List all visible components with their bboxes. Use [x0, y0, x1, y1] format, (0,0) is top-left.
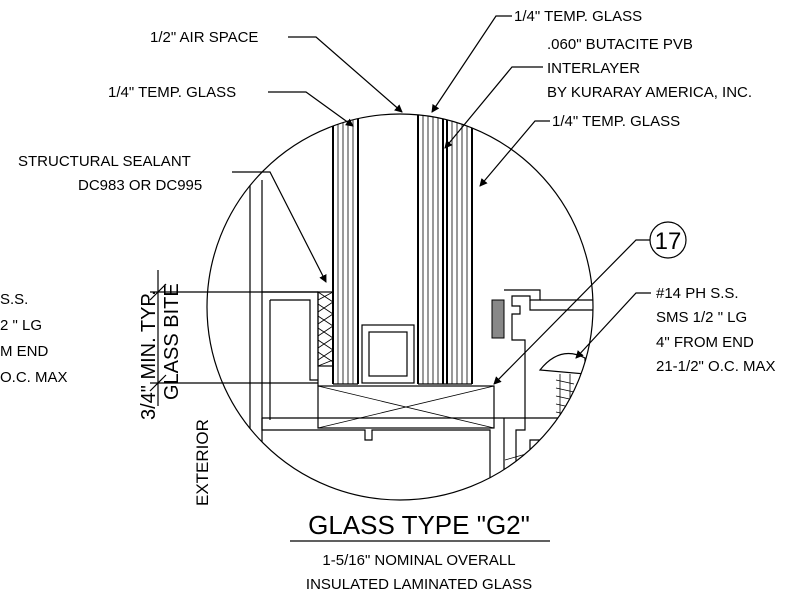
- label-pvb-line3: BY KURARAY AMERICA, INC.: [547, 84, 752, 101]
- section-geometry: [249, 114, 593, 500]
- label-screw-4: 21-1/2" O.C. MAX: [656, 358, 776, 375]
- right-laminated-glass: [417, 114, 473, 385]
- title-main: GLASS TYPE "G2": [308, 510, 530, 540]
- title-sub2: INSULATED LAMINATED GLASS: [306, 576, 532, 593]
- detail-circle: [206, 113, 594, 501]
- leaders: [149, 15, 651, 406]
- label-air-space: 1/2" AIR SPACE: [150, 29, 258, 46]
- label-glass-bite-2: GLASS BITE: [161, 283, 183, 400]
- frame-profile-left: [249, 180, 560, 500]
- structural-sealant: [317, 291, 334, 367]
- callout-number: 17: [655, 228, 682, 255]
- label-temp-glass-top: 1/4" TEMP. GLASS: [514, 8, 642, 25]
- label-left-cut-3: M END: [0, 343, 49, 360]
- label-screw-1: #14 PH S.S.: [656, 285, 739, 302]
- spacer: [361, 324, 415, 384]
- label-glass-bite-1: 3/4" MIN. TYP.: [138, 290, 160, 420]
- label-left-cut-2: 2 " LG: [0, 317, 42, 334]
- label-sealant-line2: DC983 OR DC995: [78, 177, 202, 194]
- label-exterior: EXTERIOR: [193, 419, 212, 506]
- setting-block: [317, 385, 495, 429]
- label-screw-2: SMS 1/2 " LG: [656, 309, 747, 326]
- callout-circle: [649, 221, 687, 259]
- label-temp-glass-right: 1/4" TEMP. GLASS: [552, 113, 680, 130]
- left-glass-lite: [332, 114, 359, 385]
- label-left-cut-1: S.S.: [0, 291, 28, 308]
- frame-profile-right: [491, 289, 593, 500]
- label-left-cut-4: O.C. MAX: [0, 369, 68, 386]
- label-pvb-line2: INTERLAYER: [547, 60, 640, 77]
- label-sealant-line1: STRUCTURAL SEALANT: [18, 153, 191, 170]
- title-sub1: 1-5/16" NOMINAL OVERALL: [322, 552, 515, 569]
- label-screw-3: 4" FROM END: [656, 334, 754, 351]
- screw: [538, 352, 586, 440]
- label-pvb-line1: .060" BUTACITE PVB: [547, 36, 693, 53]
- label-temp-glass-left: 1/4" TEMP. GLASS: [108, 84, 236, 101]
